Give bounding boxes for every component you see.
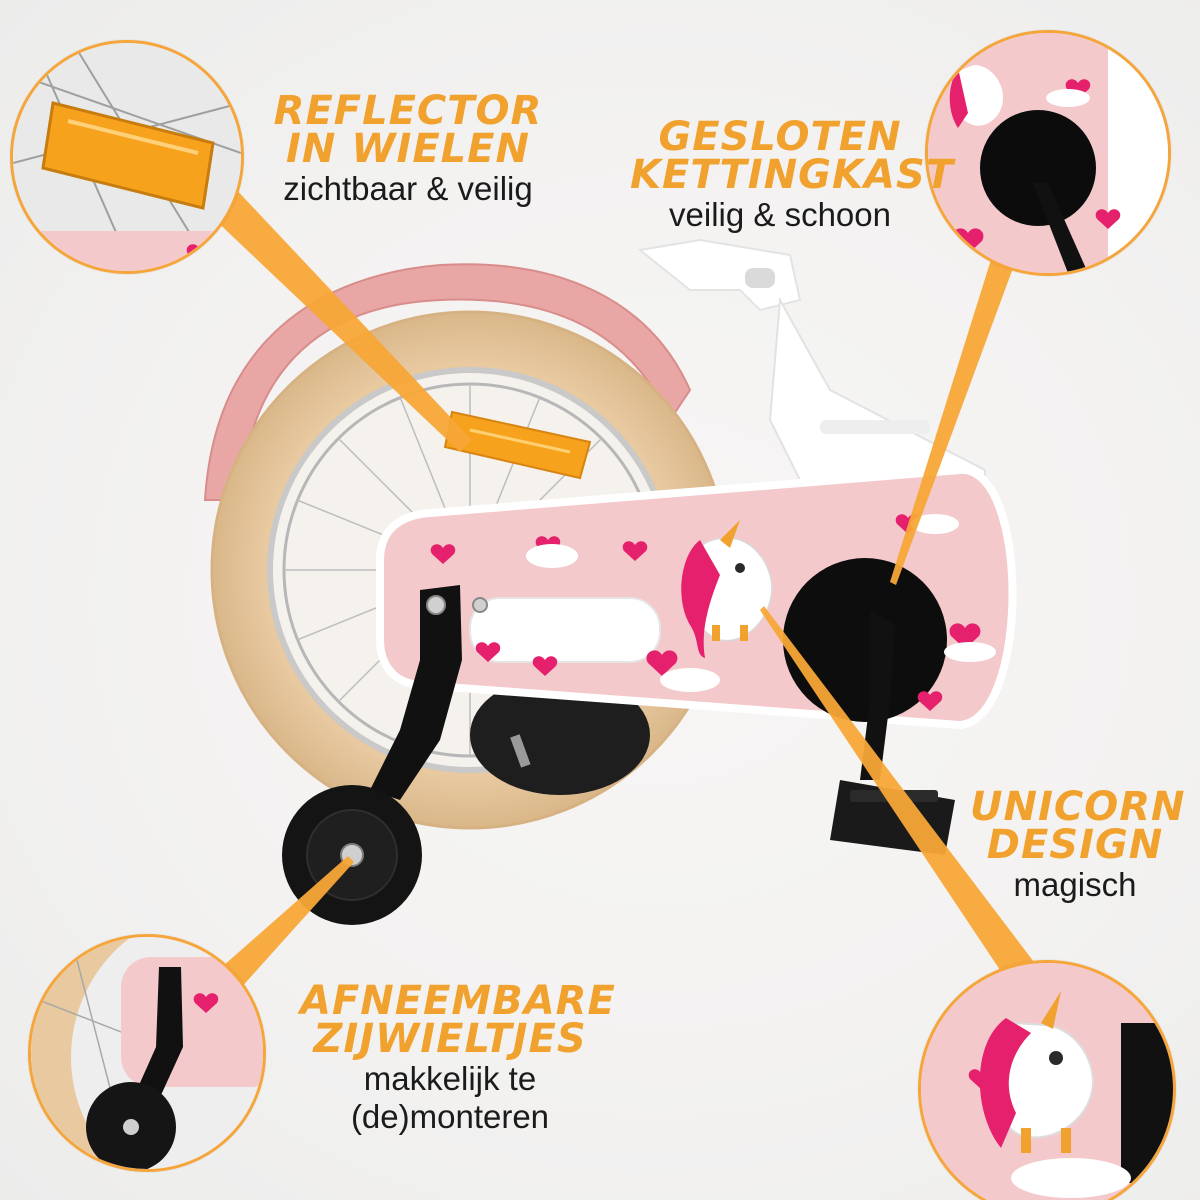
training-wheel-icon xyxy=(282,785,422,925)
callout-reflector: REFLECTOR IN WIELEN zichtbaar & veilig xyxy=(258,88,558,208)
zoom-circle-reflector xyxy=(10,40,244,274)
callout-kettingkast: GESLOTEN KETTINGKAST veilig & schoon xyxy=(630,114,955,234)
callout-zijwieltjes-title: AFNEEMBARE ZIJWIELTJES xyxy=(300,978,616,1062)
callout-kettingkast-subtitle: veilig & schoon xyxy=(669,196,891,233)
tire-valve xyxy=(510,734,531,768)
training-wheel-bracket xyxy=(370,585,488,800)
zoom-circle-kettingkast xyxy=(925,30,1171,276)
callout-zijwieltjes-subtitle: makkelijk te (de)monteren xyxy=(350,1060,550,1135)
amber-reflector-icon xyxy=(41,101,215,210)
callout-unicorn-subtitle: magisch xyxy=(1013,866,1137,903)
callout-unicorn: UNICORN DESIGN magisch xyxy=(970,784,1186,904)
zoom-circle-zijwieltjes xyxy=(28,934,266,1172)
callout-unicorn-title: UNICORN DESIGN xyxy=(970,784,1186,868)
callout-reflector-title: REFLECTOR IN WIELEN xyxy=(273,88,543,172)
callout-reflector-subtitle: zichtbaar & veilig xyxy=(283,170,533,207)
callout-zijwieltjes: AFNEEMBARE ZIJWIELTJES makkelijk te (de)… xyxy=(300,978,616,1136)
hub-shadow xyxy=(470,675,650,795)
callout-kettingkast-title: GESLOTEN KETTINGKAST xyxy=(630,114,955,198)
unicorn-decal-icon xyxy=(681,520,773,658)
zoom-circle-unicorn xyxy=(918,960,1176,1200)
